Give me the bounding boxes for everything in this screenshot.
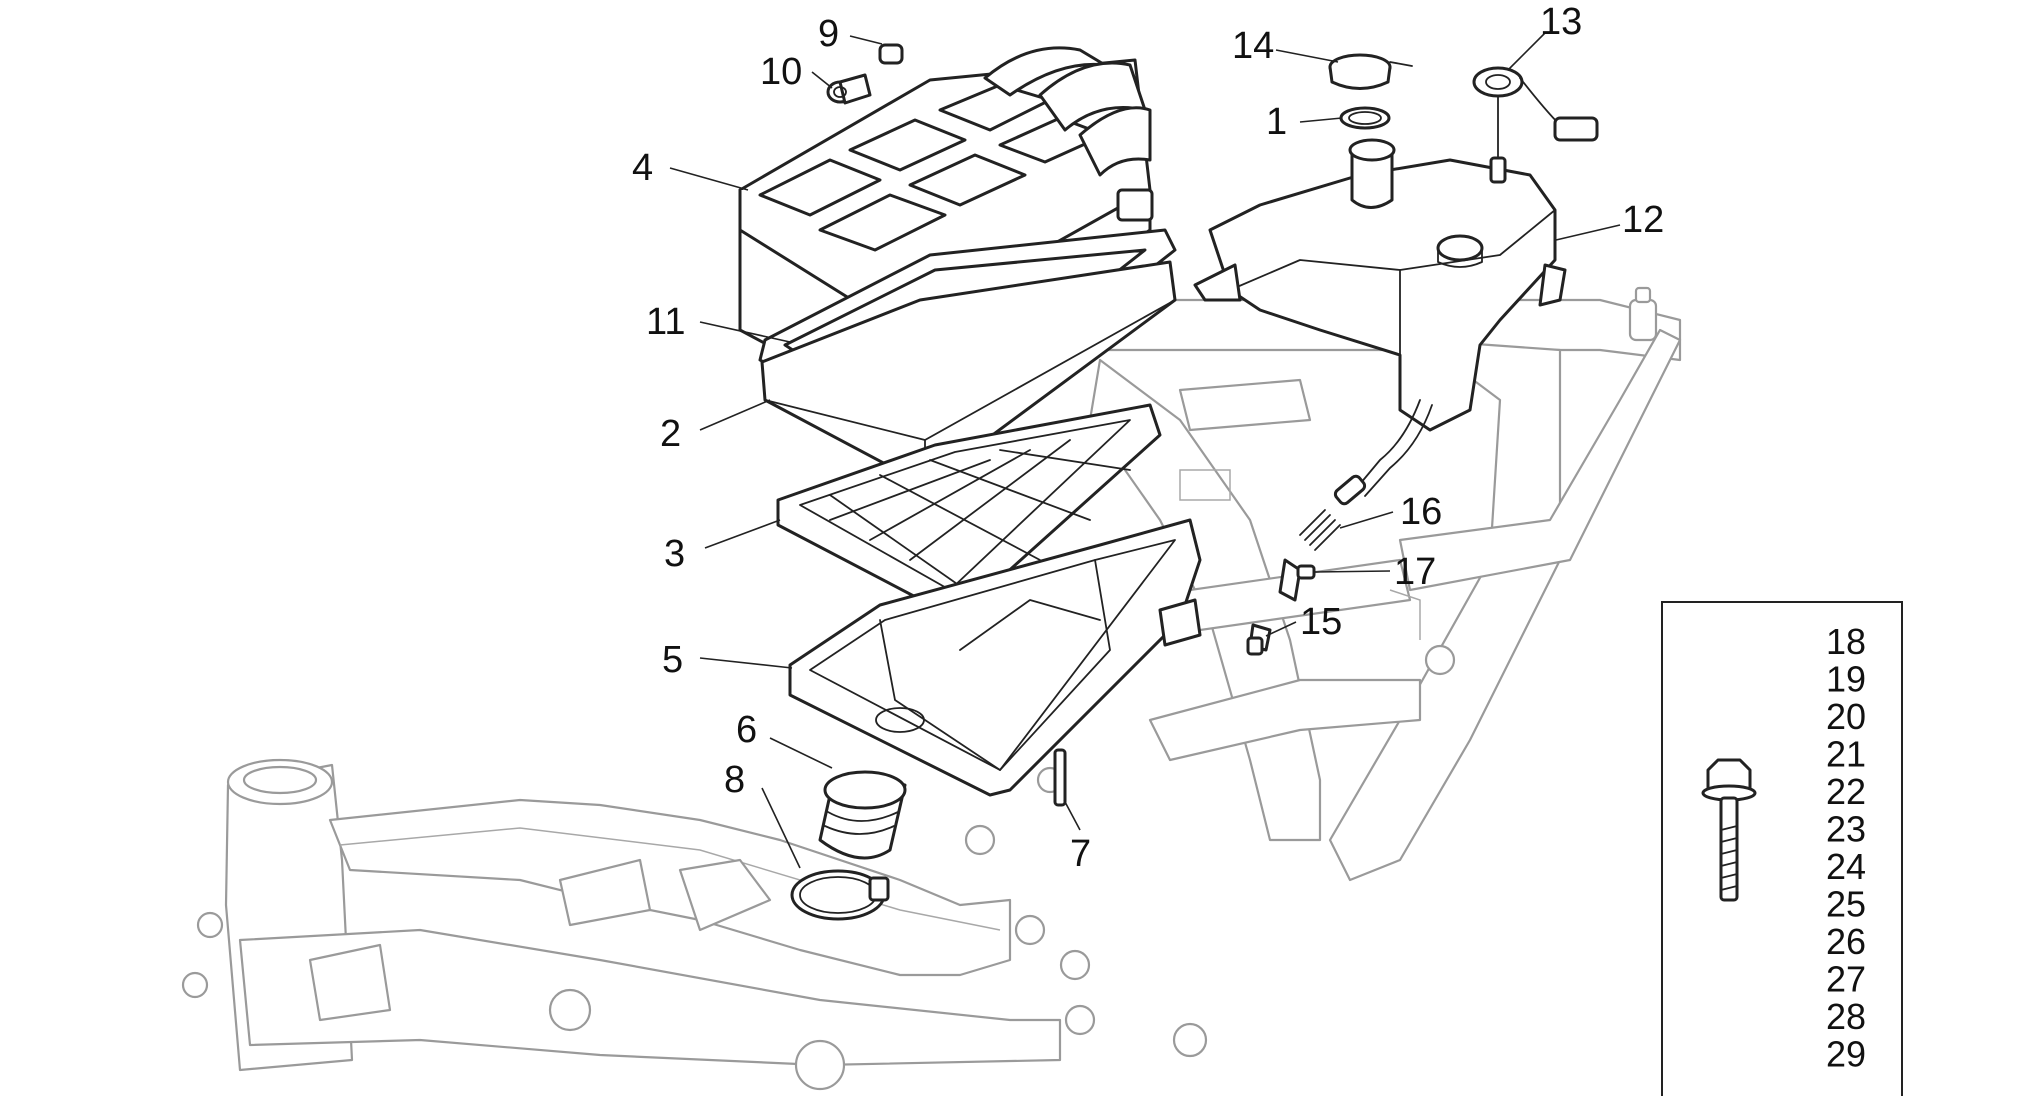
legend-number-26: 26 [1826, 921, 1866, 962]
callout-15: 15 [1300, 601, 1342, 643]
intake-manifold [818, 770, 907, 860]
callout-1: 1 [1266, 101, 1287, 143]
callout-5: 5 [662, 639, 683, 681]
cap-fitting [826, 73, 872, 105]
callout-numbers: 9 10 4 11 2 3 5 6 8 7 14 1 13 12 16 17 1… [632, 1, 1664, 875]
motorcycle-frame [181, 286, 1682, 1091]
legend-number-19: 19 [1826, 659, 1866, 700]
legend-number-18: 18 [1826, 621, 1866, 662]
callout-7: 7 [1070, 833, 1091, 875]
legend-number-23: 23 [1826, 809, 1866, 850]
hose-clamp [790, 869, 890, 921]
airbox-base [788, 518, 1202, 807]
legend-number-27: 27 [1826, 959, 1866, 1000]
legend-box [1661, 601, 1903, 1096]
callout-10: 10 [760, 51, 802, 93]
drain-plug [1246, 623, 1272, 656]
legend-number-25: 25 [1826, 884, 1866, 925]
callout-9: 9 [818, 13, 839, 55]
callout-13: 13 [1540, 1, 1582, 43]
hose-spring [1299, 509, 1341, 551]
callout-4: 4 [632, 147, 653, 189]
filter-grid [776, 403, 1162, 617]
drain-valve [1278, 558, 1316, 602]
callout-6: 6 [736, 709, 757, 751]
filler-cap [1328, 53, 1413, 90]
leader-lines [669, 31, 1621, 869]
callout-14: 14 [1232, 25, 1274, 67]
legend-number-28: 28 [1826, 996, 1866, 1037]
callout-17: 17 [1394, 551, 1436, 593]
callout-12: 12 [1622, 199, 1664, 241]
callout-11: 11 [646, 301, 685, 343]
filler-o-ring [1339, 106, 1391, 130]
callout-8: 8 [724, 759, 745, 801]
legend-number-29: 29 [1826, 1034, 1866, 1075]
bolt-icon [1701, 758, 1757, 902]
callout-16: 16 [1400, 491, 1442, 533]
expansion-tank [1193, 138, 1567, 506]
callout-2: 2 [660, 413, 681, 455]
legend-number-21: 21 [1826, 734, 1866, 775]
legend-number-22: 22 [1826, 771, 1866, 812]
legend-number-24: 24 [1826, 846, 1866, 887]
callout-3: 3 [664, 533, 685, 575]
level-sensor [1472, 66, 1599, 184]
filter-element [760, 260, 1177, 487]
small-cap [878, 43, 904, 65]
legend-number-20: 20 [1826, 696, 1866, 737]
